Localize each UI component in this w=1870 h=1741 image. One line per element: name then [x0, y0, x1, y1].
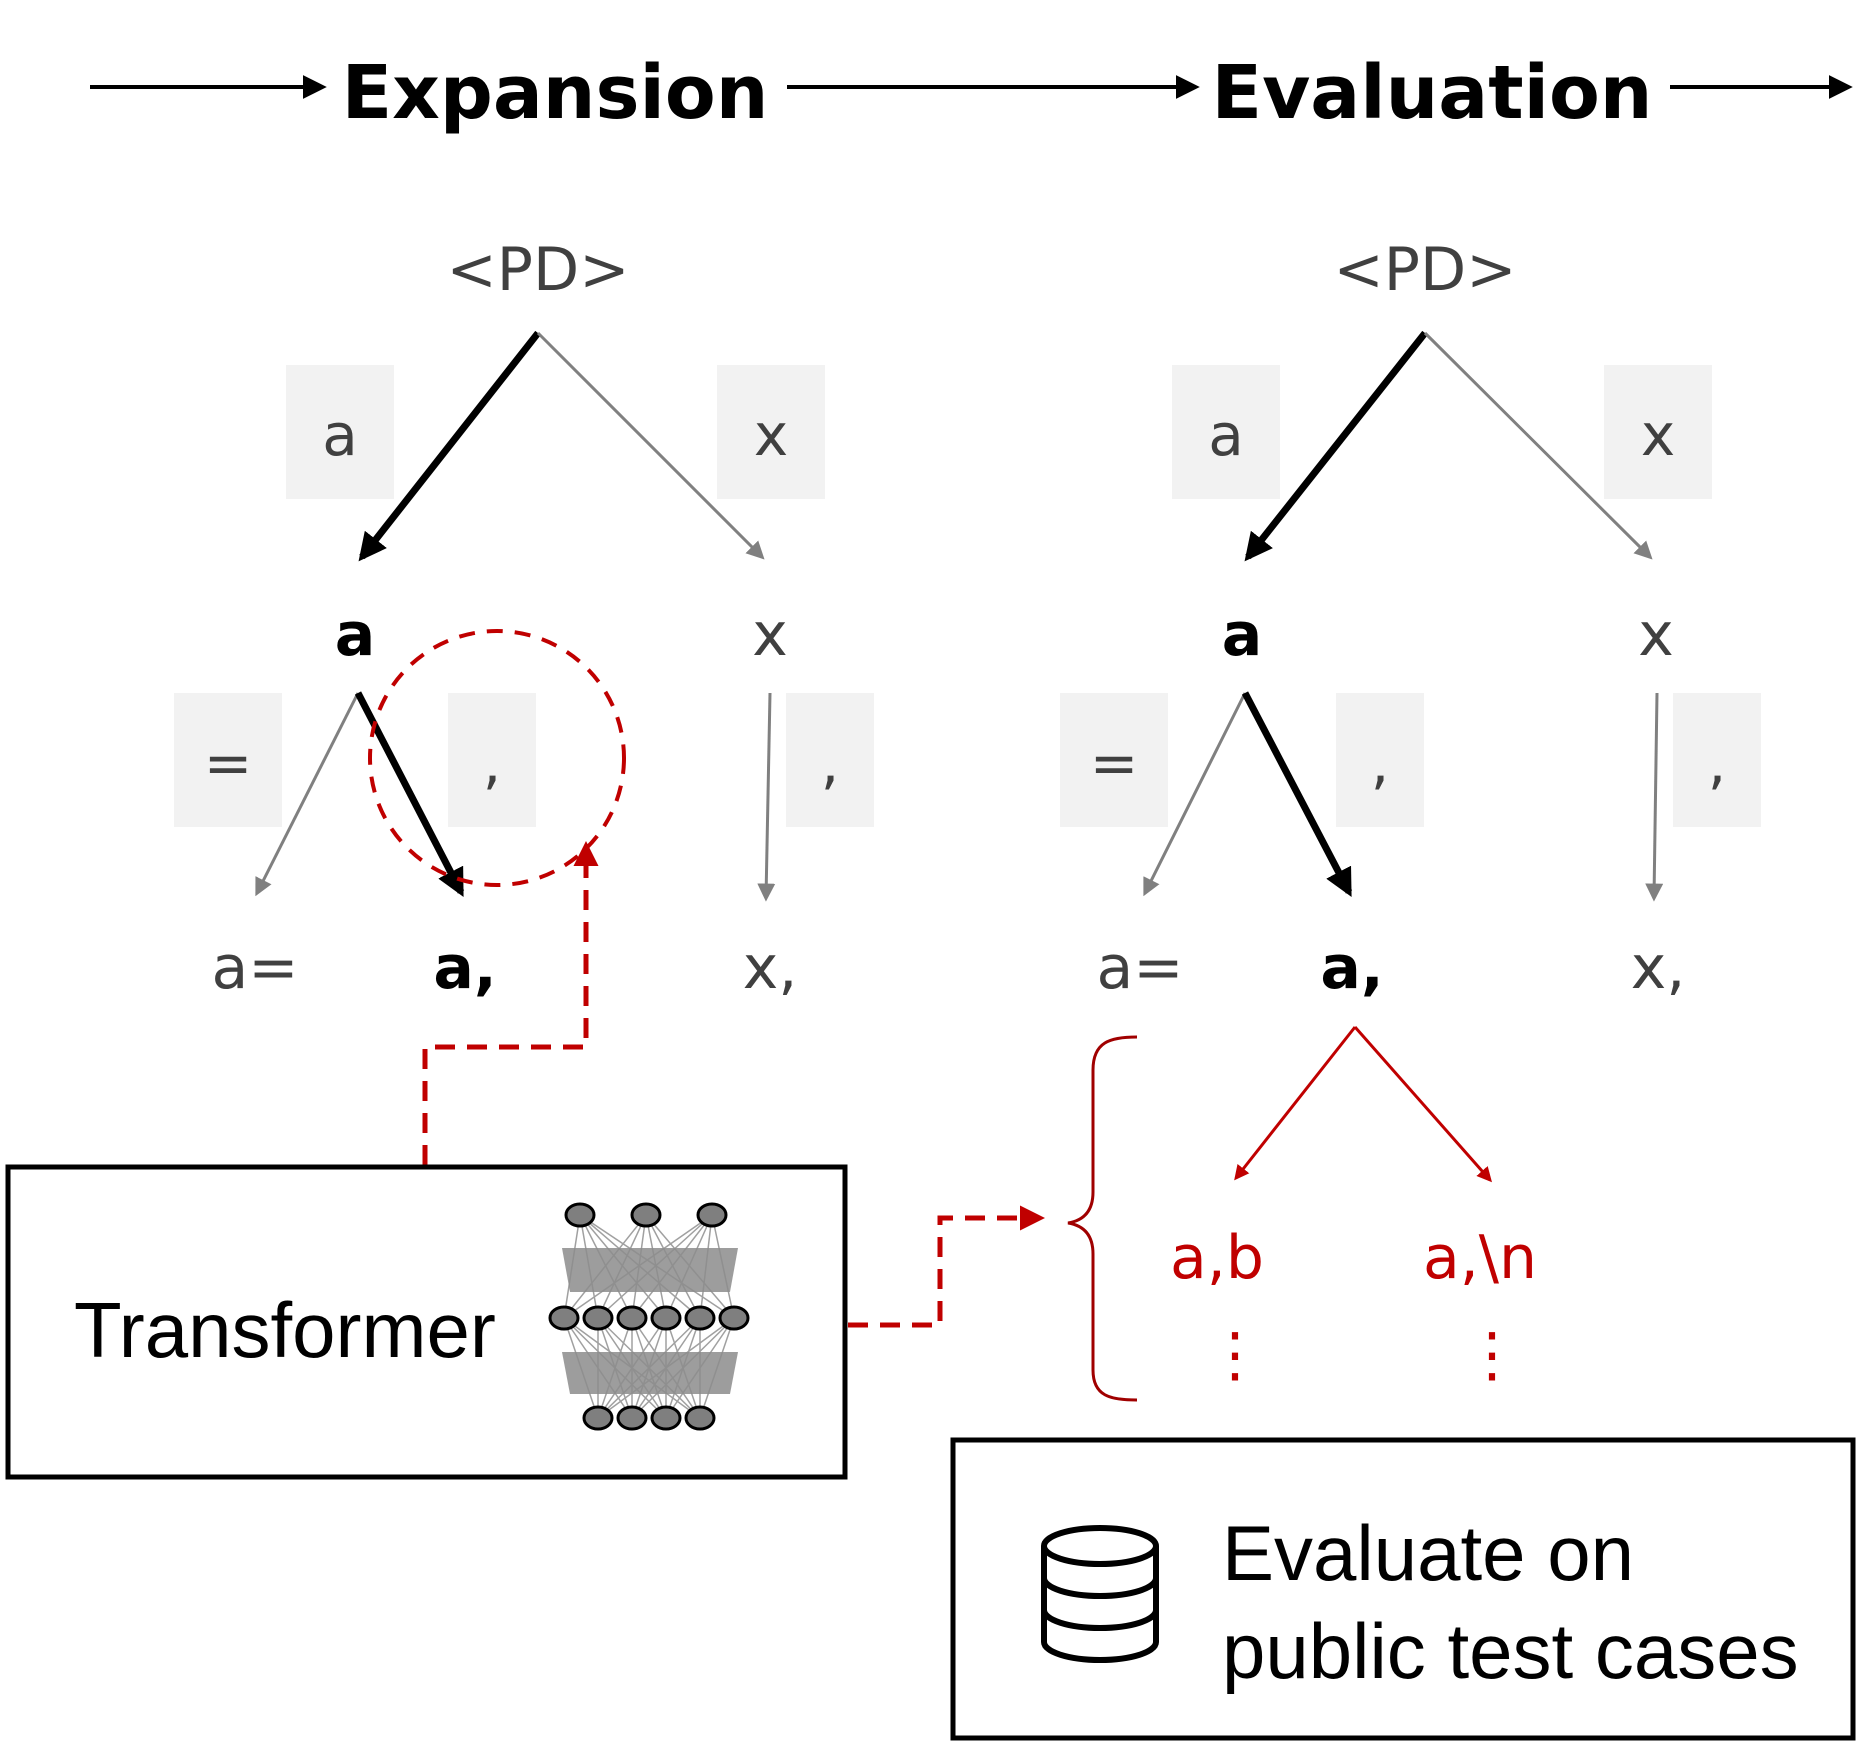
expansion-heading: Expansion — [342, 50, 769, 136]
evaluation-edge-root-x — [1423, 331, 1653, 560]
nn-neuron — [718, 1305, 750, 1331]
nn-neuron — [548, 1305, 580, 1331]
evaluate-line-1: Evaluate on — [1222, 1509, 1634, 1597]
evaluation-edge-x-comma — [1645, 692, 1664, 902]
nn-neuron — [616, 1405, 648, 1431]
expansion-edge-label-comma-a-bg — [448, 693, 536, 827]
database-icon — [1041, 1525, 1159, 1663]
expansion-edge-label-comma-x: , — [821, 729, 839, 797]
rollout-ellipsis-right: ⋮ — [1462, 1320, 1522, 1390]
expansion-edge-x-comma — [757, 692, 776, 902]
expansion-edge-label-comma-x-bg — [786, 693, 874, 827]
expansion-edge-label-comma-a: , — [483, 729, 501, 797]
nn-neuron — [684, 1305, 716, 1331]
expansion-edge-label-x: x — [754, 401, 788, 469]
nn-neuron — [616, 1305, 648, 1331]
nn-neuron — [650, 1305, 682, 1331]
rollout-brace — [1067, 1035, 1138, 1402]
evaluation-leaf-a-eq: a= — [1096, 933, 1183, 1003]
neural-network-icon — [548, 1202, 750, 1431]
rollout-ellipsis-left: ⋮ — [1205, 1320, 1265, 1390]
rollout-edge-left — [1234, 1026, 1357, 1181]
phase-flow: Expansion Evaluation — [90, 50, 1853, 136]
rollout-option-ab: a,b — [1170, 1223, 1264, 1293]
evaluation-edge-label-comma-a-bg — [1336, 693, 1424, 827]
expansion-highlight-circle — [368, 629, 626, 887]
evaluation-edge-label-a: a — [1208, 401, 1244, 469]
evaluation-edge-label-x: x — [1641, 401, 1675, 469]
evaluation-edge-label-eq-bg — [1060, 693, 1168, 827]
expansion-leaf-a-eq: a= — [211, 933, 298, 1003]
dashed-connectors — [422, 841, 1045, 1328]
expansion-node-x: x — [752, 600, 788, 670]
evaluation-edge-a-eq — [1143, 692, 1247, 897]
rollout-edge-right — [1353, 1026, 1492, 1183]
nn-neuron — [582, 1405, 614, 1431]
nn-neuron — [564, 1202, 596, 1228]
expansion-leaf-x-comma: x, — [743, 933, 798, 1003]
expansion-edge-root-x — [536, 331, 765, 560]
transformer-label: Transformer — [74, 1286, 496, 1374]
expansion-root-node: <PD> — [447, 235, 630, 305]
nn-neuron — [582, 1305, 614, 1331]
nn-neuron — [696, 1202, 728, 1228]
evaluation-node-x: x — [1638, 600, 1674, 670]
nn-neuron — [650, 1405, 682, 1431]
expansion-leaf-a-comma: a, — [433, 933, 496, 1003]
transformer-to-circle-connector — [422, 841, 599, 1165]
transformer-to-rollout-connector — [848, 1205, 1045, 1328]
expansion-edge-root-a — [358, 330, 541, 562]
evaluation-edge-label-a-bg — [1172, 365, 1280, 499]
evaluation-edge-label-x-bg — [1604, 365, 1712, 499]
evaluate-box: Evaluate on public test cases — [950, 1437, 1856, 1741]
rollout-group: a,b a,\n ⋮ ⋮ — [1067, 1026, 1537, 1402]
evaluation-root-node: <PD> — [1334, 235, 1517, 305]
evaluation-edge-label-comma-x-bg — [1673, 693, 1761, 827]
expansion-edge-label-x-bg — [717, 365, 825, 499]
expansion-tree: <PD> a x a x = , , a= a, x, — [174, 235, 874, 1003]
evaluation-edge-label-comma-x: , — [1708, 729, 1726, 797]
evaluation-edge-label-comma-a: , — [1371, 729, 1389, 797]
expansion-edge-label-eq-bg — [174, 693, 282, 827]
evaluate-line-2: public test cases — [1222, 1607, 1799, 1695]
evaluation-leaf-x-comma: x, — [1631, 933, 1686, 1003]
nn-arrow-band — [562, 1248, 738, 1292]
nn-neuron — [684, 1405, 716, 1431]
evaluation-node-a: a — [1222, 600, 1263, 670]
expansion-edge-label-a-bg — [286, 365, 394, 499]
evaluation-heading: Evaluation — [1212, 50, 1653, 136]
evaluation-leaf-a-comma: a, — [1320, 933, 1383, 1003]
expansion-edge-label-a: a — [322, 401, 358, 469]
nn-arrow-band — [562, 1352, 738, 1394]
evaluation-edge-root-a — [1244, 330, 1428, 562]
evaluation-edge-label-eq: = — [1090, 729, 1139, 797]
evaluate-box-frame — [950, 1437, 1856, 1741]
evaluation-edge-a-comma — [1241, 691, 1353, 897]
expansion-node-a: a — [335, 600, 376, 670]
rollout-option-a-newline: a,\n — [1423, 1223, 1537, 1293]
expansion-edge-label-eq: = — [204, 729, 253, 797]
transformer-box: Transformer — [5, 1164, 848, 1480]
nn-neuron — [630, 1202, 662, 1228]
evaluation-tree: <PD> a x a x = , , a= a, x, — [1060, 235, 1761, 1003]
expansion-edge-a-eq — [255, 692, 360, 897]
